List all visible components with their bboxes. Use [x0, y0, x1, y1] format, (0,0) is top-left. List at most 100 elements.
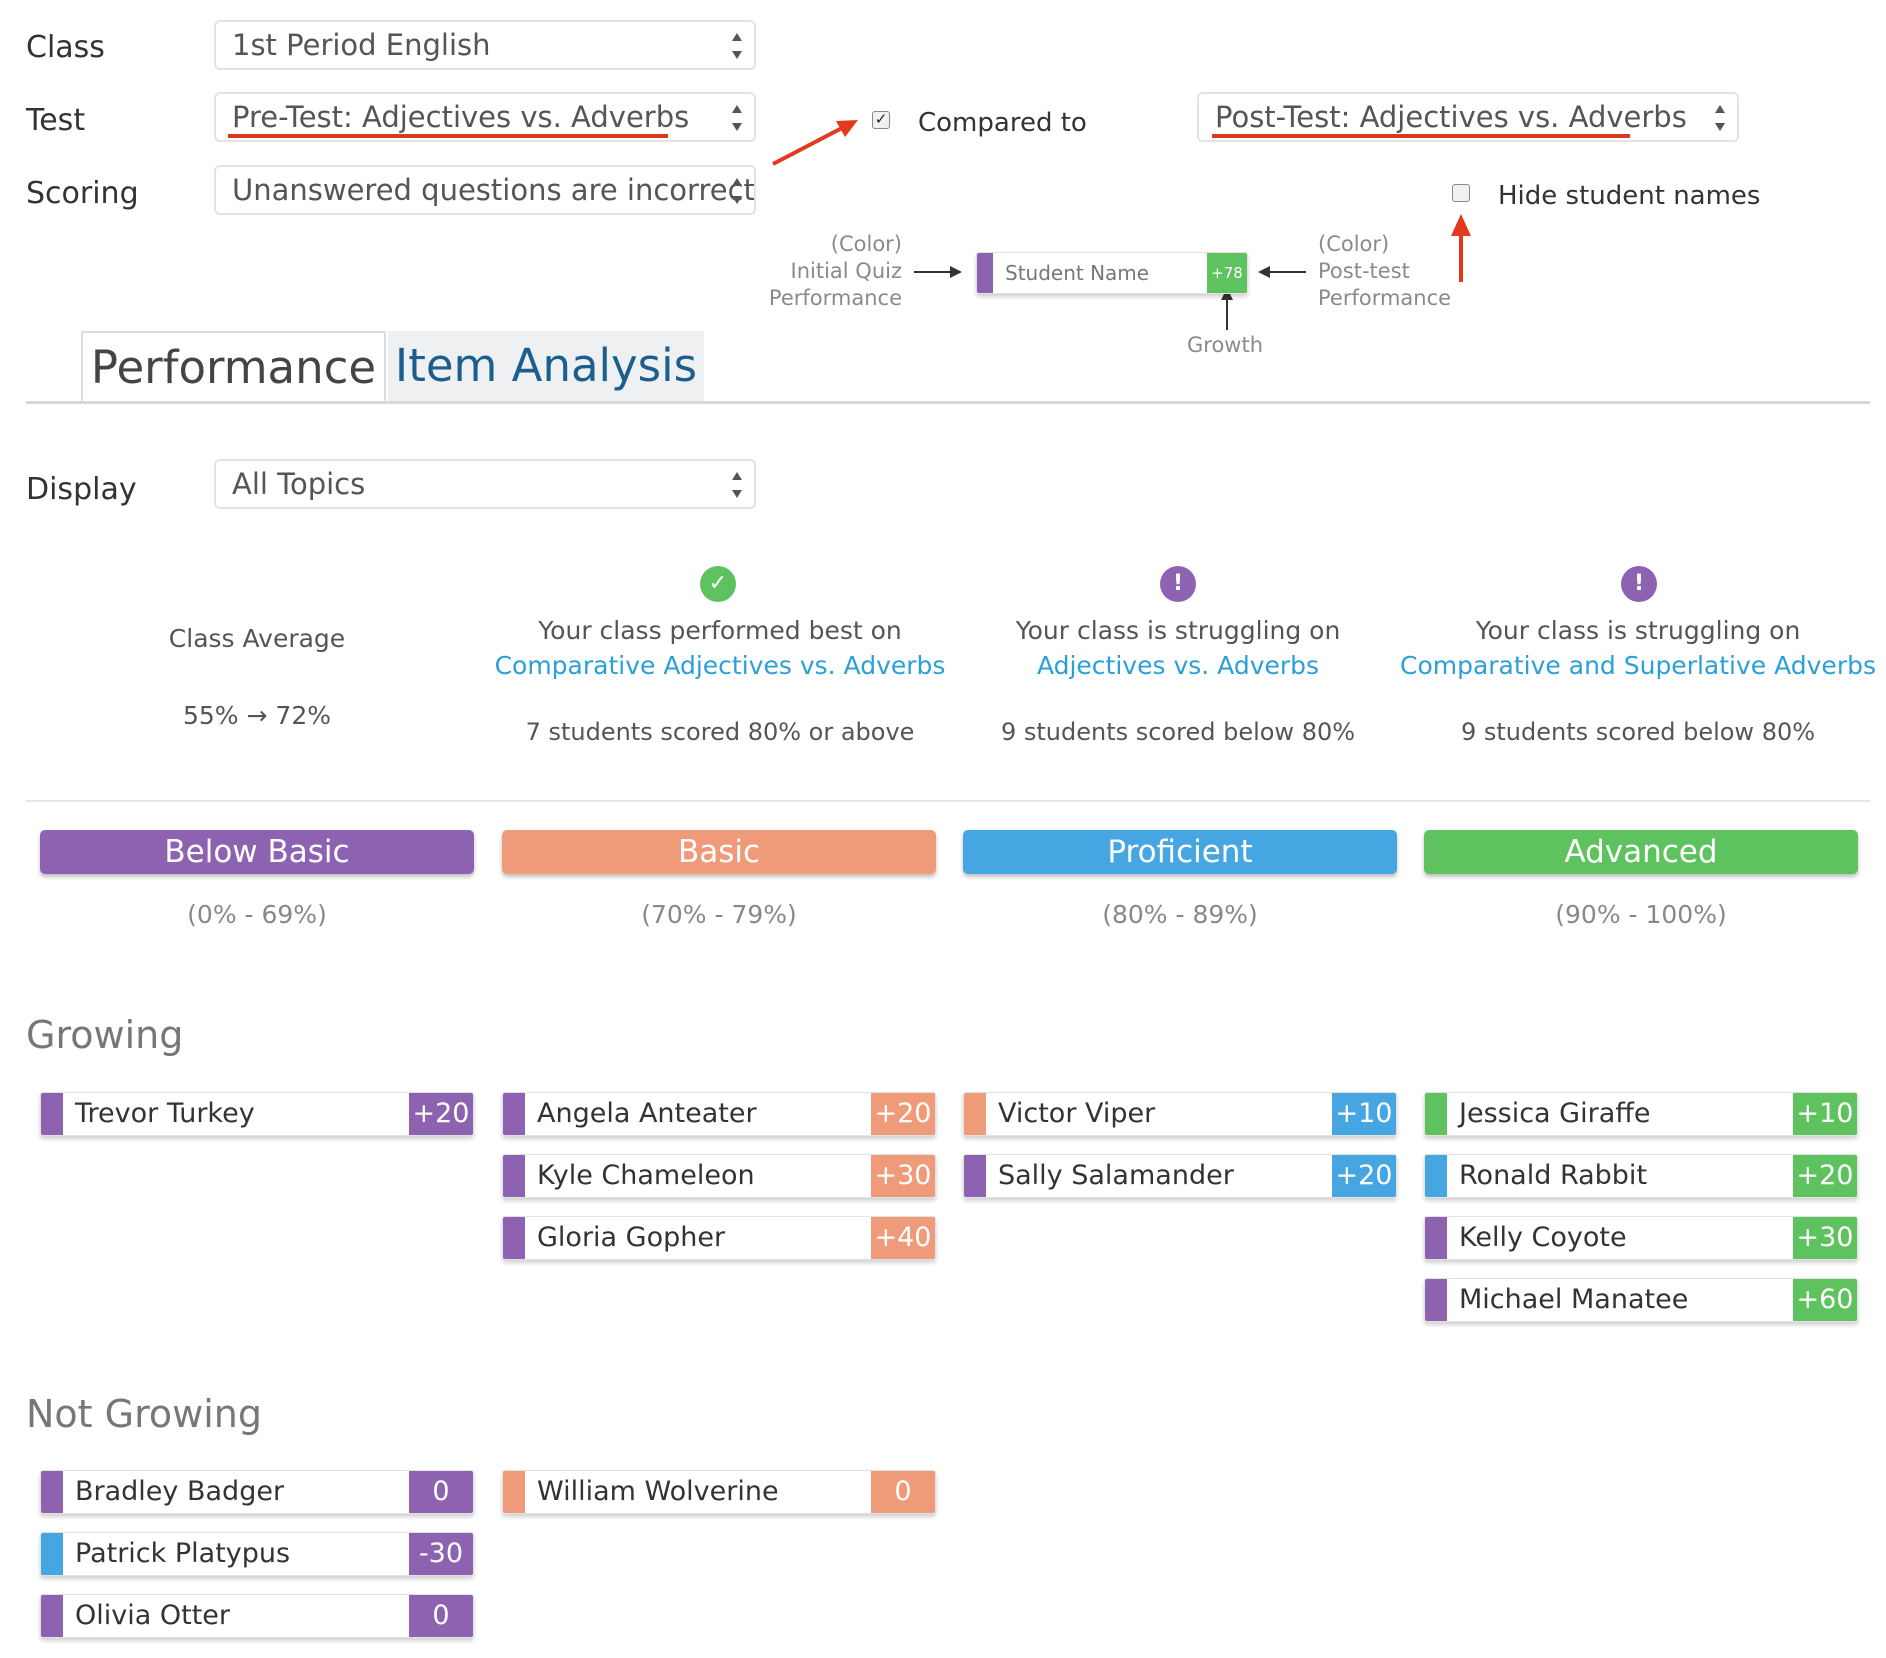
- compared-to-label: Compared to: [918, 108, 1087, 138]
- growth-badge: +30: [871, 1155, 935, 1197]
- tab-performance[interactable]: Performance: [81, 331, 386, 403]
- student-card[interactable]: Kelly Coyote+30: [1424, 1216, 1858, 1260]
- class-average-label: Class Average: [168, 624, 346, 653]
- legend-post-note: (Color) Post-test Performance: [1318, 231, 1478, 312]
- initial-performance-color: [503, 1217, 525, 1259]
- growth-badge: 0: [409, 1595, 473, 1637]
- test-select[interactable]: Pre-Test: Adjectives vs. Adverbs: [214, 92, 756, 142]
- legend-post-note-line: (Color): [1318, 232, 1390, 256]
- exclamation-icon: !: [1160, 566, 1196, 602]
- initial-performance-color: [41, 1471, 63, 1513]
- compare-test-select-value: Post-Test: Adjectives vs. Adverbs: [1215, 100, 1687, 134]
- growth-badge: 0: [871, 1471, 935, 1513]
- struggle-topic-detail: 9 students scored below 80%: [1000, 718, 1356, 746]
- select-arrows-icon: [732, 472, 742, 498]
- growth-badge: +30: [1793, 1217, 1857, 1259]
- initial-performance-color: [1425, 1155, 1447, 1197]
- student-card[interactable]: Ronald Rabbit+20: [1424, 1154, 1858, 1198]
- display-label: Display: [26, 472, 137, 507]
- legend-initial-color: [977, 253, 993, 293]
- student-name: William Wolverine: [537, 1476, 779, 1507]
- hide-names-checkbox[interactable]: [1452, 184, 1470, 202]
- legend-initial-note-line: Initial Quiz: [790, 259, 902, 283]
- initial-performance-color: [41, 1093, 63, 1135]
- test-label: Test: [26, 103, 86, 138]
- band-basic: Basic: [502, 830, 936, 874]
- student-name: Bradley Badger: [75, 1476, 285, 1507]
- not-growing-title: Not Growing: [26, 1392, 262, 1436]
- band-range: (80% - 89%): [1102, 900, 1258, 929]
- legend-sample-name: Student Name: [1005, 261, 1150, 285]
- growth-badge: +20: [1332, 1155, 1396, 1197]
- struggle-topic-stat-2: Your class is struggling on Comparative …: [1398, 616, 1878, 746]
- student-name: Trevor Turkey: [75, 1098, 255, 1129]
- struggle-topic-intro: Your class is struggling on: [1475, 616, 1801, 645]
- compare-annotation-underline: [1212, 134, 1630, 138]
- struggle-topic-detail: 9 students scored below 80%: [1460, 718, 1816, 746]
- student-name: Michael Manatee: [1459, 1284, 1689, 1315]
- initial-performance-color: [1425, 1093, 1447, 1135]
- student-card[interactable]: Sally Salamander+20: [963, 1154, 1397, 1198]
- check-icon: ✓: [700, 566, 736, 602]
- class-average: Class Average 55% → 72%: [40, 624, 474, 730]
- select-arrows-icon: [732, 178, 742, 204]
- student-card[interactable]: Angela Anteater+20: [502, 1092, 936, 1136]
- compare-test-select[interactable]: Post-Test: Adjectives vs. Adverbs: [1197, 92, 1739, 142]
- student-card[interactable]: William Wolverine 0: [502, 1470, 936, 1514]
- growth-badge: +40: [871, 1217, 935, 1259]
- student-name: Victor Viper: [998, 1098, 1156, 1129]
- best-topic-intro: Your class performed best on: [538, 616, 902, 645]
- check-mark-icon: ✓: [874, 110, 888, 128]
- growth-badge: +60: [1793, 1279, 1857, 1321]
- class-average-value: 55% → 72%: [183, 701, 331, 730]
- student-name: Gloria Gopher: [537, 1222, 726, 1253]
- student-card[interactable]: Victor Viper +10: [963, 1092, 1397, 1136]
- band-below-basic: Below Basic: [40, 830, 474, 874]
- student-card[interactable]: Michael Manatee +60: [1424, 1278, 1858, 1322]
- scoring-select-value: Unanswered questions are incorrect: [232, 173, 755, 207]
- arrow-to-hide-names-checkbox: [1451, 214, 1471, 282]
- class-select[interactable]: 1st Period English: [214, 20, 756, 70]
- best-topic-stat: Your class performed best on Comparative…: [480, 616, 960, 746]
- class-select-value: 1st Period English: [232, 28, 491, 62]
- struggle-topic-link[interactable]: Adjectives vs. Adverbs: [1036, 651, 1320, 680]
- student-name: Angela Anteater: [537, 1098, 757, 1129]
- student-card[interactable]: Gloria Gopher +40: [502, 1216, 936, 1260]
- student-card[interactable]: Bradley Badger 0: [40, 1470, 474, 1514]
- student-name: Jessica Giraffe: [1459, 1098, 1651, 1129]
- band-range: (90% - 100%): [1555, 900, 1727, 929]
- compared-to-checkbox[interactable]: ✓: [872, 111, 890, 129]
- student-card[interactable]: Patrick Platypus-30: [40, 1532, 474, 1576]
- growth-badge: +10: [1332, 1093, 1396, 1135]
- band-proficient: Proficient: [963, 830, 1397, 874]
- initial-performance-color: [503, 1093, 525, 1135]
- class-label: Class: [26, 30, 105, 65]
- growth-badge: -30: [409, 1533, 473, 1575]
- initial-performance-color: [503, 1471, 525, 1513]
- best-topic-link[interactable]: Comparative Adjectives vs. Adverbs: [494, 651, 946, 680]
- initial-performance-color: [964, 1093, 986, 1135]
- growth-badge: +20: [1793, 1155, 1857, 1197]
- struggle-topic-link[interactable]: Comparative and Superlative Adverbs: [1399, 651, 1876, 680]
- legend-initial-note-line: (Color): [830, 232, 902, 256]
- stats-divider: [26, 800, 1870, 802]
- initial-performance-color: [503, 1155, 525, 1197]
- growth-badge: 0: [409, 1471, 473, 1513]
- band-advanced: Advanced: [1424, 830, 1858, 874]
- scoring-select[interactable]: Unanswered questions are incorrect: [214, 165, 756, 215]
- legend-initial-note: (Color) Initial Quiz Performance: [756, 231, 902, 312]
- student-card[interactable]: Kyle Chameleon +30: [502, 1154, 936, 1198]
- legend-growth-note: Growth: [1187, 333, 1264, 357]
- student-card[interactable]: Jessica Giraffe+10: [1424, 1092, 1858, 1136]
- legend-arrows: [914, 266, 1306, 330]
- hide-names-label: Hide student names: [1498, 181, 1761, 211]
- tab-item-analysis[interactable]: Item Analysis: [388, 331, 704, 403]
- display-select[interactable]: All Topics: [214, 459, 756, 509]
- student-card[interactable]: Trevor Turkey+20: [40, 1092, 474, 1136]
- test-annotation-underline: [228, 134, 668, 138]
- band-range: (70% - 79%): [641, 900, 797, 929]
- initial-performance-color: [41, 1533, 63, 1575]
- student-name: Kyle Chameleon: [537, 1160, 755, 1191]
- exclamation-icon: !: [1621, 566, 1657, 602]
